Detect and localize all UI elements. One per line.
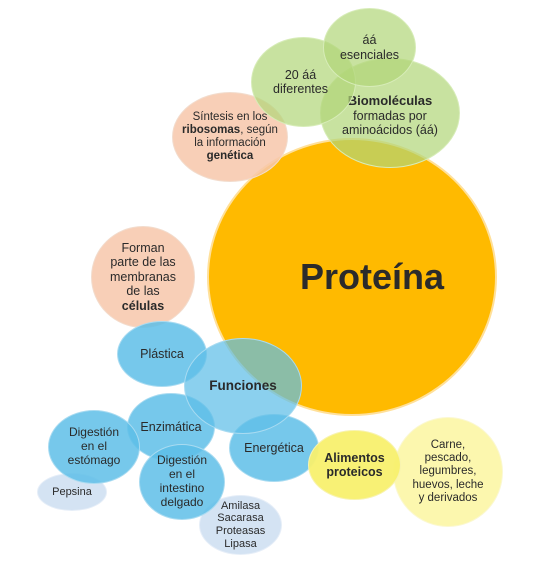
membranes-bold: células <box>121 298 165 313</box>
food-5: y derivados <box>418 491 478 504</box>
stomach-line-2: en el <box>80 439 107 454</box>
twenty-aa-line-2: diferentes <box>273 82 328 96</box>
membranes-line-4: de las <box>126 284 160 299</box>
enzymatic-label: Enzimática <box>140 419 202 434</box>
intestine-line-2: en el <box>168 467 196 482</box>
biomolecules-title: Biomoléculas <box>347 93 433 109</box>
stomach-digestion-bubble: Digestión en el estómago <box>48 410 140 484</box>
food-1: Carne, <box>430 438 466 451</box>
stomach-line-3: estómago <box>67 452 121 467</box>
membranes-bubble: Forman parte de las membranas de las cél… <box>91 226 195 328</box>
essential-aa-line-2: esenciales <box>339 47 400 62</box>
synthesis-bold: ribosomas <box>182 123 241 136</box>
essential-aa-line-1: áá <box>362 33 377 48</box>
twenty-aa-line-1: 20 áá <box>284 67 317 82</box>
enzyme-3: Proteasas <box>215 525 266 537</box>
food-4: huevos, leche <box>412 478 484 491</box>
synthesis-line-2-rest: , según <box>240 123 278 136</box>
foods-title-line-2: proteicos <box>326 465 383 479</box>
biomolecules-line-1: formadas por <box>353 109 427 124</box>
enzyme-4: Lipasa <box>224 537 257 550</box>
functions-bubble: Funciones <box>184 338 302 434</box>
enzyme-2: Sacarasa <box>217 512 264 525</box>
protein-label: Proteína <box>299 256 445 298</box>
stomach-line-1: Digestión <box>68 425 119 440</box>
foods-title-line-1: Alimentos <box>324 450 385 465</box>
food-3: legumbres, <box>419 465 477 478</box>
membranes-line-2: parte de las <box>110 255 176 270</box>
intestine-line-4: delgado <box>160 494 204 509</box>
synthesis-line-1: Síntesis en los <box>192 110 268 123</box>
essential-aa-bubble: áá esenciales <box>323 8 416 87</box>
synthesis-line-3: la información <box>194 137 266 149</box>
intestine-line-1: Digestión <box>156 453 208 468</box>
protein-foods-bubble: Alimentos proteicos <box>308 430 401 500</box>
food-2: pescado, <box>424 452 472 465</box>
membranes-line-3: membranas <box>110 269 176 284</box>
enzyme-1: Amilasa <box>220 499 261 512</box>
intestine-line-3: intestino <box>159 481 205 495</box>
intestine-digestion-bubble: Digestión en el intestino delgado <box>139 444 225 520</box>
plastic-label: Plástica <box>140 346 184 361</box>
pepsin-label: Pepsina <box>52 485 92 498</box>
energetic-label: Energética <box>244 440 304 455</box>
synthesis-line-4: genética <box>206 150 254 163</box>
food-list-bubble: Carne, pescado, legumbres, huevos, leche… <box>393 417 503 527</box>
biomolecules-line-2: aminoácidos (áá) <box>342 123 438 138</box>
membranes-line-1: Forman <box>121 241 165 256</box>
functions-label: Funciones <box>209 378 277 394</box>
